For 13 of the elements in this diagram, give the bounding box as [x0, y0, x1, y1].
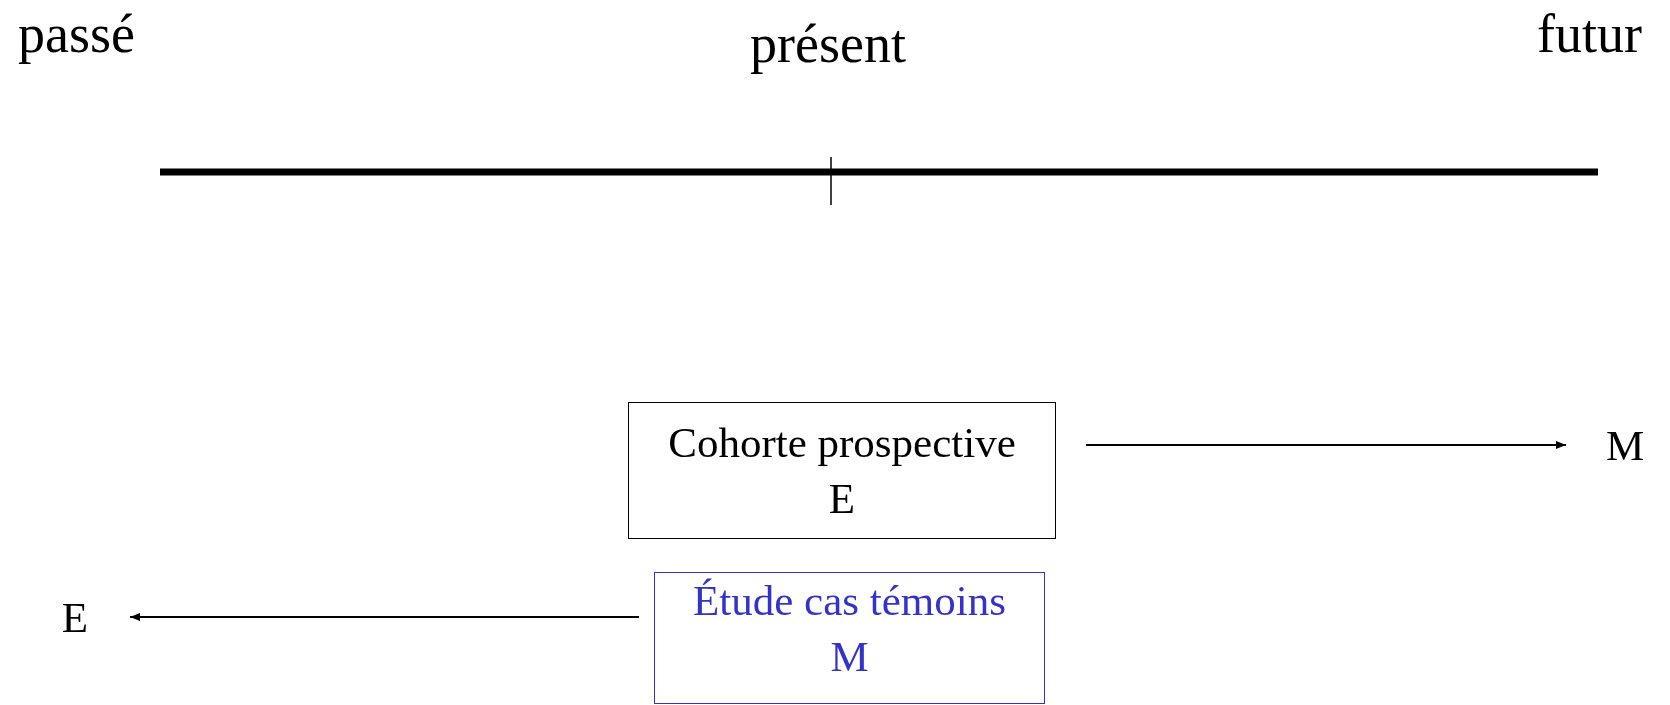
time-label: passé	[18, 4, 135, 64]
box-text: E	[828, 473, 856, 524]
box-text: M	[830, 632, 869, 682]
study-box	[628, 402, 1056, 539]
study-box	[654, 572, 1045, 704]
arrow	[1085, 441, 1567, 449]
time-label: futur	[1537, 4, 1642, 64]
time-label: présent	[750, 14, 906, 74]
exposure-text: E	[61, 593, 89, 643]
arrow	[129, 613, 640, 621]
box-text: Cohorte prospective	[668, 417, 1016, 468]
box-text: Étude cas témoins	[693, 576, 1006, 626]
outcome-text: M	[1605, 421, 1645, 471]
